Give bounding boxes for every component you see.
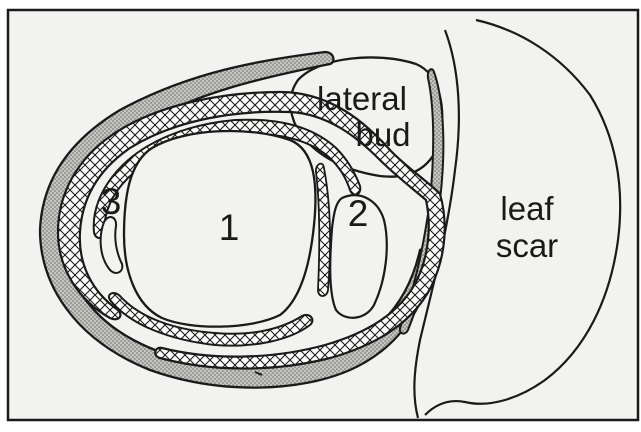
label-scar: scar [496,227,558,264]
label-bundle-1: 1 [219,207,240,248]
label-bundle-2: 2 [348,193,369,234]
label-bud: bud [355,116,410,153]
label-bundle-3: 3 [101,181,122,222]
label-lateral: lateral [317,80,407,117]
label-leaf: leaf [500,190,554,227]
